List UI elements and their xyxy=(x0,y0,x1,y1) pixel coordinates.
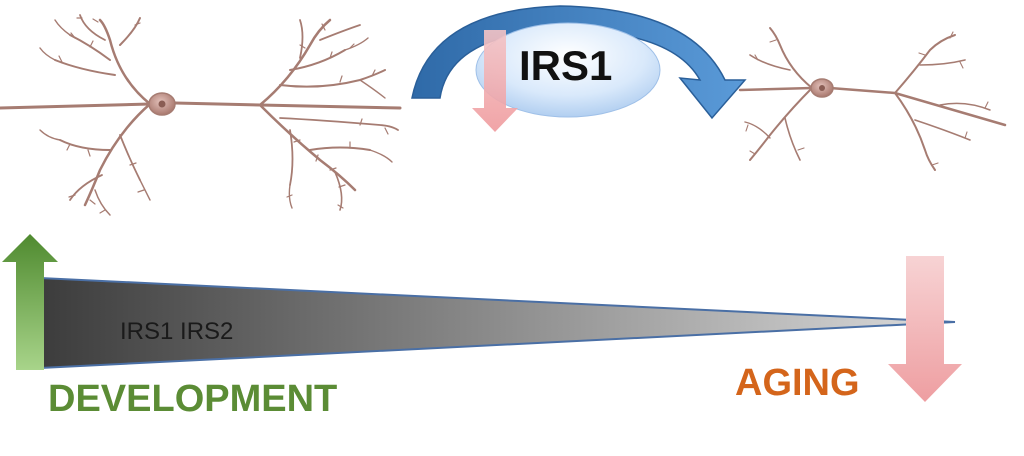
wedge-top-edge xyxy=(39,277,956,323)
expression-wedge xyxy=(40,278,955,368)
young-neuron-icon xyxy=(0,14,402,216)
irs1-decrease-arrow-icon xyxy=(472,30,518,132)
aging-down-arrow-icon xyxy=(888,256,962,402)
aged-neuron-icon xyxy=(738,27,1007,171)
wedge-label: IRS1 IRS2 xyxy=(120,318,234,345)
wedge-bottom-edge xyxy=(39,321,956,369)
development-label: DEVELOPMENT xyxy=(48,378,338,420)
aging-label: AGING xyxy=(735,362,860,404)
irs1-label: IRS1 xyxy=(519,42,613,89)
irs1-bubble xyxy=(475,22,661,118)
development-up-arrow-icon xyxy=(2,234,58,370)
